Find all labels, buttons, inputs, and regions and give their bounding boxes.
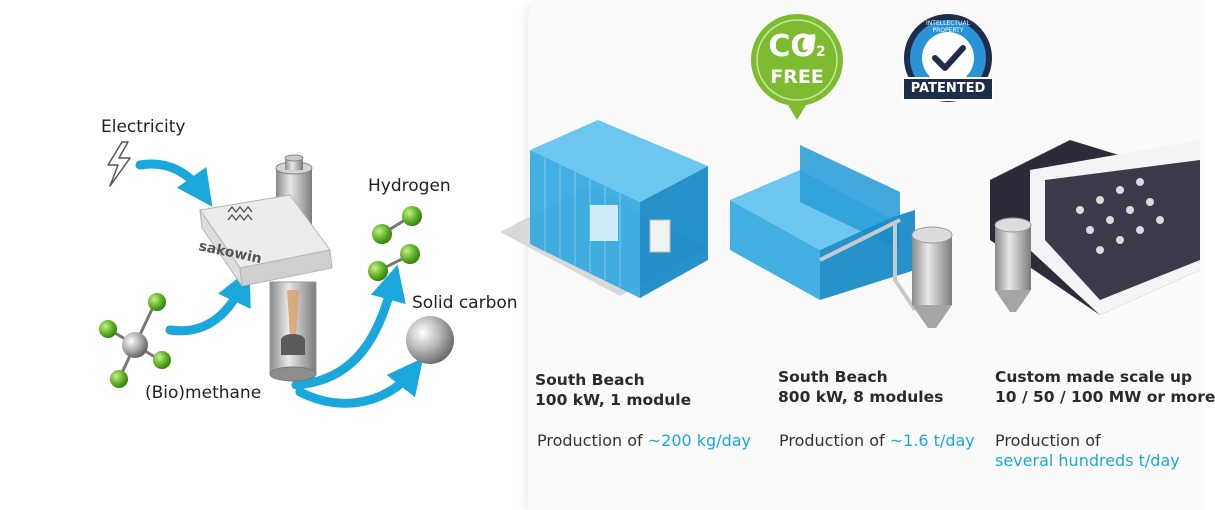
solid-carbon-icon: [406, 316, 454, 364]
reactor-diagram: sakowin: [99, 141, 454, 408]
scale-2-production-prefix: Production of: [779, 431, 885, 450]
scale-1-title-line2: 100 kW, 1 module: [535, 391, 692, 409]
scale-3-title: Custom made scale up 10 / 50 / 100 MW or…: [995, 367, 1215, 407]
scale-1-production-prefix: Production of: [537, 431, 643, 450]
scale-3-title-line1: Custom made scale up: [995, 368, 1193, 386]
scale-1-title-line1: South Beach: [535, 371, 645, 389]
patented-text: PATENTED: [910, 81, 986, 96]
co2-sub: 2: [815, 44, 826, 60]
scale-2-title-line1: South Beach: [778, 368, 888, 386]
scale-3-production-value: several hundreds t/day: [995, 451, 1180, 470]
patented-badge: [902, 14, 994, 102]
hydrogen-label: Hydrogen: [368, 176, 451, 196]
reactor-icon: [199, 154, 333, 382]
leaf-icon: [802, 34, 816, 50]
solid-carbon-label: Solid carbon: [412, 293, 518, 313]
scale-up-illustration: [990, 140, 1200, 315]
co2-main: CO: [768, 29, 816, 64]
scale-2-title: South Beach 800 kW, 8 modules: [778, 367, 943, 407]
co2-free-text: FREE: [770, 66, 824, 88]
intellectual-property-text: INTELLECTUAL PROPERTY: [926, 20, 970, 34]
flow-arrows: [135, 159, 424, 408]
checkmark-icon: [932, 45, 966, 71]
hydrogen-molecule-icon: [368, 206, 422, 281]
scale-3-production-prefix: Production of: [995, 431, 1101, 450]
scale-3-title-line2: 10 / 50 / 100 MW or more: [995, 388, 1215, 406]
scale-1-production-value: ~200 kg/day: [647, 431, 752, 450]
scale-1-title: South Beach 100 kW, 1 module: [535, 370, 691, 410]
co2-text: CO2: [757, 32, 837, 67]
methane-molecule-icon: [99, 293, 171, 388]
scale-2-production: Production of ~1.6 t/day: [779, 431, 975, 451]
methane-label: (Bio)methane: [145, 383, 262, 403]
module-1-illustration: [500, 120, 708, 298]
lightning-icon: [107, 141, 131, 187]
co2-free-badge: [751, 14, 843, 120]
scale-2-title-line2: 800 kW, 8 modules: [778, 388, 944, 406]
scale-2-production-value: ~1.6 t/day: [889, 431, 975, 450]
scale-3-production: Production of several hundreds t/day: [995, 431, 1180, 471]
scale-1-production: Production of ~200 kg/day: [537, 431, 751, 451]
module-8-illustration: [730, 145, 953, 328]
electricity-label: Electricity: [101, 117, 186, 137]
